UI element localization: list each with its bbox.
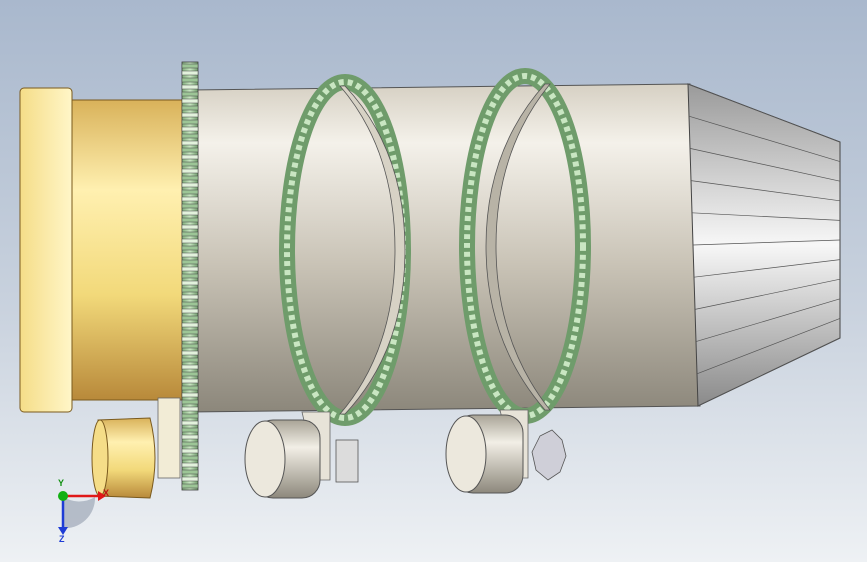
tyre-ring-1 (279, 74, 411, 426)
drive-unit (91, 397, 181, 499)
discharge-cone (687, 83, 841, 407)
inlet-ring (19, 87, 191, 413)
coordinate-triad[interactable] (58, 491, 106, 535)
axis-x-label: X (103, 488, 110, 498)
axis-z-label: Z (59, 534, 65, 544)
kiln-shell (189, 83, 701, 413)
axis-y-label: Y (58, 478, 65, 488)
support-roller-1 (244, 411, 359, 499)
girth-gear-left (181, 61, 199, 491)
support-roller-2 (445, 409, 567, 494)
